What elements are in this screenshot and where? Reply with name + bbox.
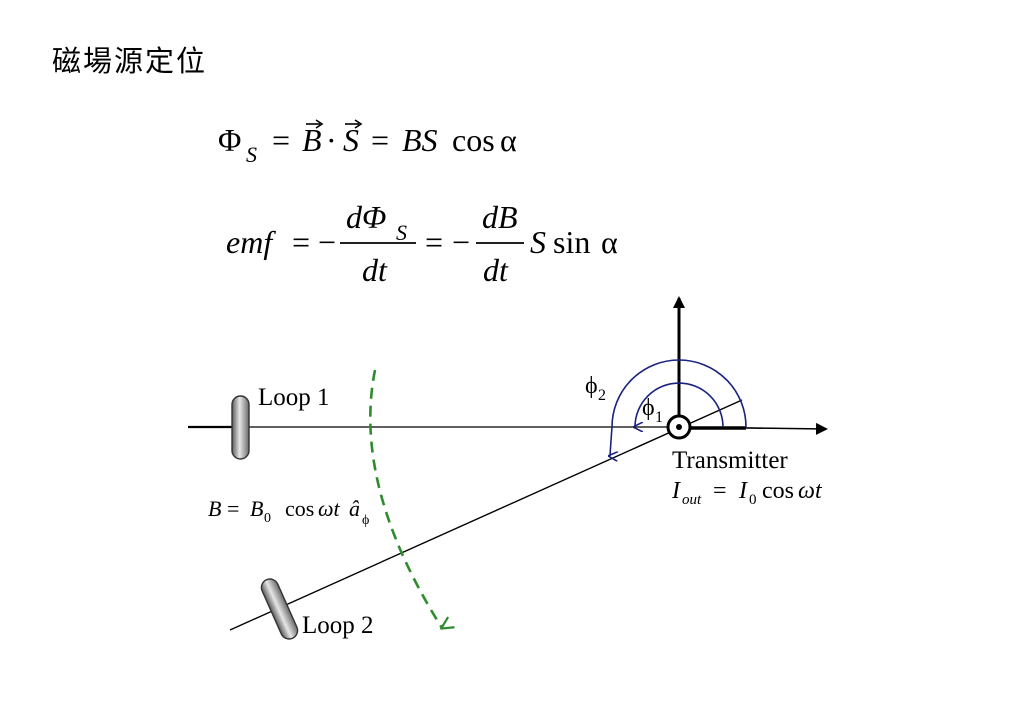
- eq1-bs: BS: [402, 122, 438, 158]
- svg-text:ϕ: ϕ: [362, 513, 369, 528]
- svg-text:B: B: [208, 496, 221, 521]
- eq1-equals-1: =: [272, 122, 290, 158]
- eq1-s: S: [343, 122, 359, 158]
- svg-text:0: 0: [749, 492, 757, 508]
- equation-flux: Φ S = B · S = BS cos α: [218, 119, 517, 167]
- svg-text:0: 0: [264, 511, 271, 526]
- transmitter-label: Transmitter: [672, 447, 788, 474]
- svg-text:out: out: [682, 492, 702, 508]
- eq2-den2: dt: [483, 252, 509, 288]
- svg-text:1: 1: [655, 409, 663, 426]
- eq1-sub-s: S: [246, 142, 257, 167]
- eq2-alpha: α: [601, 224, 618, 260]
- field-direction-arc: [369, 369, 442, 628]
- eq1-b: B: [302, 122, 322, 158]
- vector-arrow-b-icon: [306, 119, 324, 129]
- current-equation: I out = I 0 cos ωt: [671, 478, 823, 508]
- eq2-num1: dΦ: [346, 199, 386, 235]
- eq1-cos: cos: [452, 122, 495, 158]
- loop2-icon: [260, 578, 299, 640]
- eq2-minus-2: −: [452, 224, 470, 260]
- svg-text:I: I: [671, 478, 681, 504]
- svg-text:ϕ: ϕ: [642, 395, 655, 421]
- svg-text:=: =: [713, 478, 727, 504]
- eq2-emf: emf: [226, 224, 276, 260]
- svg-text:â: â: [349, 496, 360, 521]
- eq2-num1-sub: S: [396, 220, 407, 245]
- eq1-equals-2: =: [371, 122, 389, 158]
- phi2-arc: [610, 359, 747, 456]
- loop1-icon: [231, 395, 250, 460]
- svg-text:I: I: [738, 478, 748, 504]
- svg-text:cos: cos: [285, 496, 314, 521]
- phi2-label: ϕ 2: [585, 373, 606, 404]
- eq2-s: S: [530, 224, 546, 260]
- svg-text:ωt: ωt: [318, 496, 341, 521]
- vector-arrow-s-icon: [345, 119, 363, 129]
- eq2-den1: dt: [362, 252, 388, 288]
- eq2-minus-1: −: [318, 224, 336, 260]
- loop1-label: Loop 1: [258, 384, 330, 411]
- loop2-label: Loop 2: [302, 612, 374, 639]
- slide-title: 磁場源定位: [52, 44, 208, 78]
- eq1-alpha: α: [500, 122, 517, 158]
- eq2-sin: sin: [553, 224, 590, 260]
- phi1-label: ϕ 1: [642, 395, 663, 426]
- svg-text:2: 2: [598, 387, 606, 404]
- svg-text:ωt: ωt: [798, 478, 823, 504]
- svg-text:=: =: [227, 496, 239, 521]
- loop2-line: [229, 399, 743, 631]
- svg-text:B: B: [250, 496, 263, 521]
- field-equation: B = B 0 cos ωt â ϕ: [208, 496, 369, 528]
- diagram: Loop 1 Loop 2 ϕ 2 ϕ 1 Transmitter I out …: [188, 296, 828, 640]
- eq2-num2: dB: [482, 199, 518, 235]
- eq1-phi: Φ: [218, 122, 241, 158]
- svg-text:ϕ: ϕ: [585, 373, 598, 399]
- eq2-equals-1: =: [292, 224, 310, 260]
- eq1-dot: ·: [326, 122, 337, 158]
- phi1-arc: [635, 382, 724, 427]
- eq2-equals-2: =: [425, 224, 443, 260]
- svg-text:cos: cos: [762, 478, 794, 504]
- equation-emf: emf = − dΦ S dt = − dB dt S sin α: [226, 199, 618, 288]
